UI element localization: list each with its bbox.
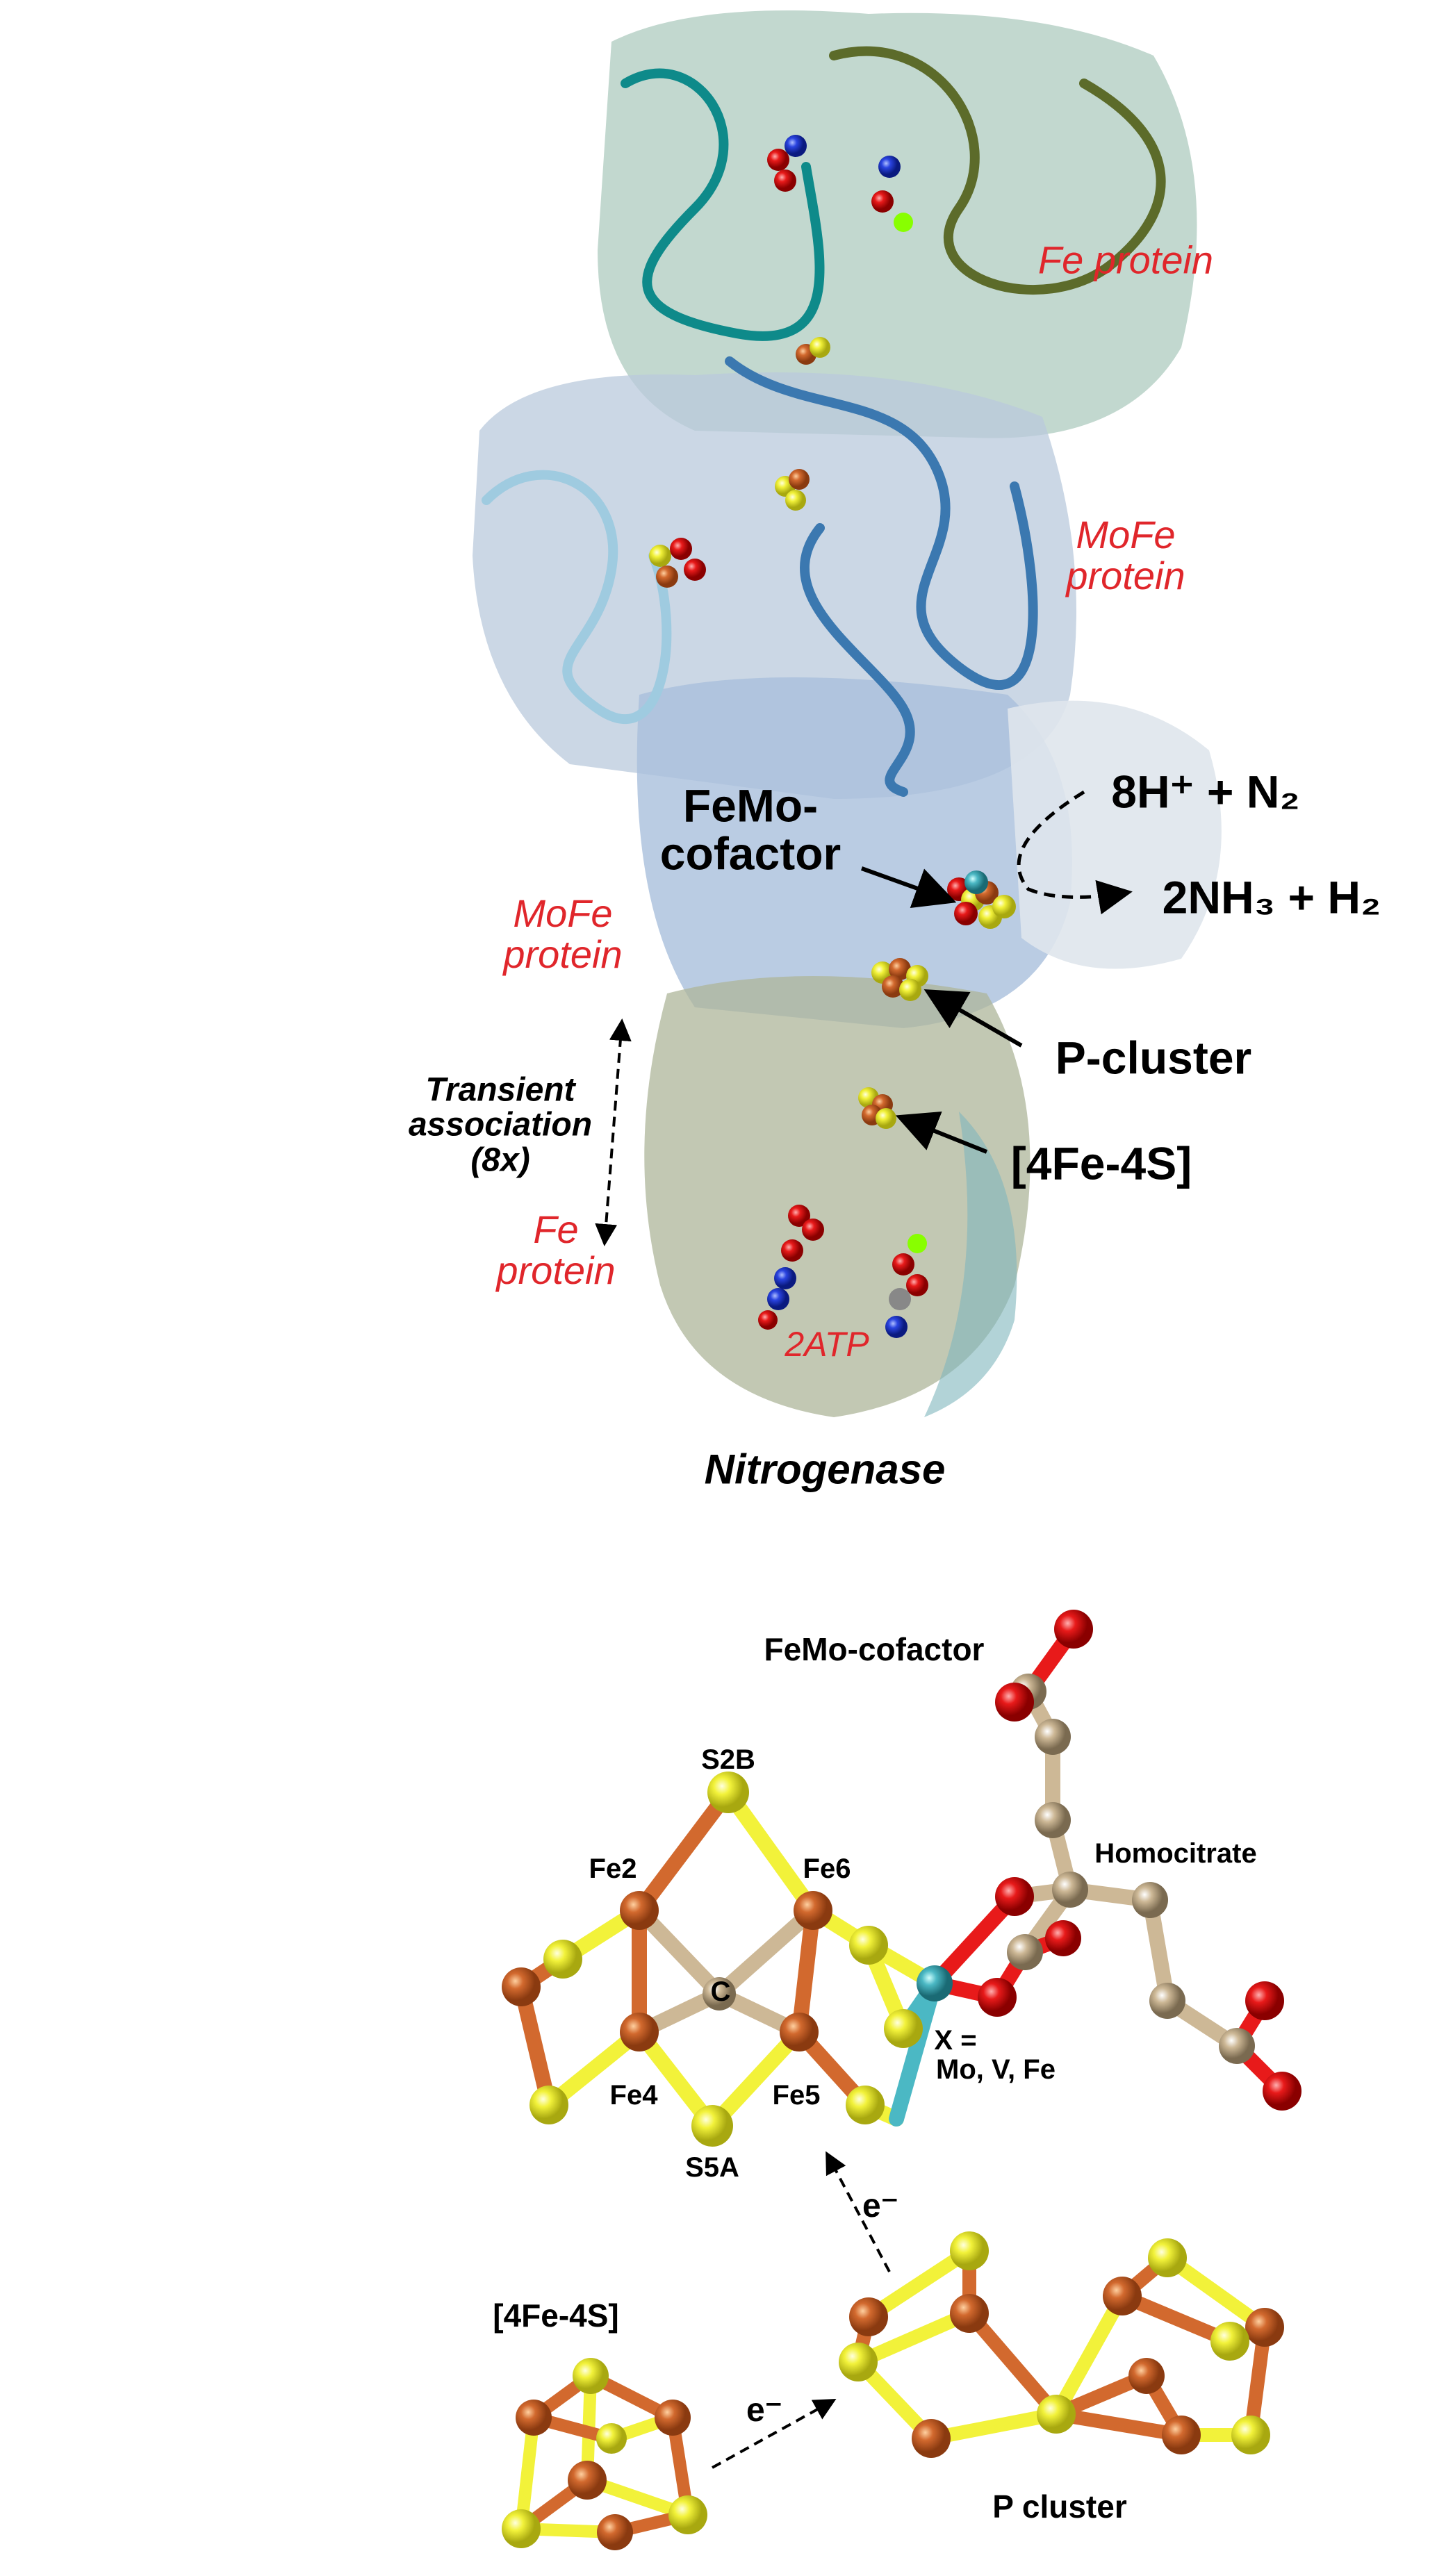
femo-cofactor-model: [502, 1610, 1301, 2147]
reaction-substrates: 8H⁺ + N₂: [1111, 766, 1300, 818]
x-values-label: Mo, V, Fe: [936, 2054, 1056, 2085]
femo-cofactor-title: FeMo-cofactor: [764, 1630, 985, 1667]
fe-protein-label-top: Fe protein: [1037, 238, 1214, 282]
p-cluster-model: [839, 2231, 1284, 2458]
transient-association-label: Transient association (8x): [408, 1071, 593, 1179]
fe4s4-cluster-model: [502, 2358, 707, 2550]
electron-transfer-arrows: [712, 2151, 891, 2469]
p-cluster-label: P-cluster: [1055, 1032, 1252, 1084]
nitrogenase-caption: Nitrogenase: [704, 1446, 946, 1493]
femo-cofactor-label: FeMo-cofactor: [659, 779, 841, 880]
p-cluster-model-label: P cluster: [992, 2488, 1127, 2525]
fe4s4-cluster-label: [4Fe-4S]: [493, 2297, 619, 2334]
atom-label-fe6: Fe6: [803, 1853, 851, 1884]
electron-label-lower: e⁻: [746, 2391, 783, 2429]
atp-label: 2ATP: [785, 1324, 869, 1364]
atom-label-fe4: Fe4: [609, 2080, 658, 2111]
cofactor-spheres: [649, 135, 1016, 1338]
atom-label-s2b: S2B: [701, 1744, 755, 1775]
electron-label-upper: e⁻: [862, 2187, 899, 2224]
atom-label-s5a: S5A: [685, 2152, 739, 2183]
annotation-arrows: [595, 790, 1133, 1246]
atom-label-fe2: Fe2: [589, 1853, 637, 1884]
mofe-protein-label-top: MoFe protein: [1066, 513, 1185, 597]
protein-surface: [473, 10, 1222, 1417]
reaction-products: 2NH₃ + H₂: [1162, 871, 1381, 923]
atom-label-c: C: [710, 1976, 731, 2007]
x-label: X =: [934, 2025, 977, 2056]
protein-ribbons: [482, 46, 1166, 797]
mofe-protein-label-left: MoFe protein: [503, 891, 623, 976]
fe4s4-label: [4Fe-4S]: [1010, 1137, 1192, 1189]
homocitrate-label: Homocitrate: [1094, 1838, 1257, 1869]
fe-protein-label-left: Fe protein: [496, 1207, 616, 1292]
atom-label-fe5: Fe5: [772, 2080, 821, 2111]
